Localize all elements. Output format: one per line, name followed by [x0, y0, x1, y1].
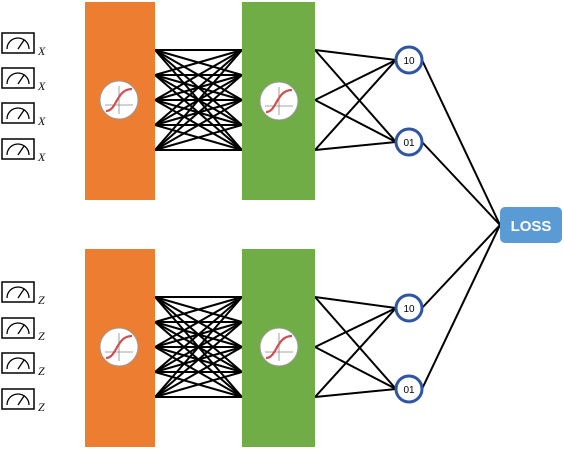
gauge-icon: X	[1, 138, 46, 164]
edge	[314, 307, 397, 348]
bottom-output-node-1-label: 10	[403, 304, 415, 315]
input-subscript: Z	[38, 400, 45, 414]
edge	[314, 59, 397, 151]
input-subscript: X	[37, 79, 46, 93]
edge	[314, 49, 397, 61]
edge	[154, 296, 243, 373]
edge	[421, 224, 501, 309]
edge	[154, 49, 243, 101]
edge	[421, 59, 501, 226]
edge	[154, 321, 243, 398]
edge	[314, 388, 397, 398]
loss-label: LOSS	[511, 218, 552, 235]
edge	[314, 59, 397, 101]
bottom-input-sensors: Z Z Z Z	[1, 281, 45, 414]
top-output-node-2-label: 01	[403, 138, 415, 149]
gauge-icon: X	[1, 102, 46, 128]
edge	[314, 307, 397, 398]
input-subscript: Z	[38, 329, 45, 343]
input-subscript: Z	[38, 364, 45, 378]
gauge-icon: X	[1, 67, 46, 93]
top-output-node-1: 10	[394, 45, 424, 75]
connection-edges	[154, 49, 501, 398]
loss-box: LOSS	[500, 207, 562, 243]
gauge-icon: Z	[1, 317, 45, 343]
edge	[314, 346, 397, 390]
edge	[154, 346, 243, 398]
edge	[314, 296, 397, 390]
bottom-output-node-2-label: 01	[403, 385, 415, 396]
gauge-icon: X	[1, 32, 46, 58]
sigmoid-icon	[259, 327, 299, 367]
gauge-icon: Z	[1, 352, 45, 378]
gauge-icon: Z	[1, 388, 45, 414]
edge	[154, 99, 243, 151]
edge	[421, 141, 501, 226]
edge	[314, 141, 397, 151]
top-input-sensors: X X X X	[1, 32, 46, 164]
gauge-icon: Z	[1, 281, 45, 307]
edge	[314, 49, 397, 143]
edge	[154, 49, 243, 126]
edge	[421, 224, 501, 390]
bottom-output-node-2: 01	[394, 374, 424, 404]
input-subscript: X	[37, 44, 46, 58]
top-network: X X X X 10 01	[1, 2, 424, 200]
top-output-node-1-label: 10	[403, 56, 415, 67]
input-subscript: X	[37, 150, 46, 164]
edge	[154, 49, 243, 151]
sigmoid-icon	[99, 327, 139, 367]
sigmoid-icon	[259, 81, 299, 121]
sigmoid-icon	[99, 80, 139, 120]
edge	[154, 74, 243, 151]
edge	[314, 99, 397, 143]
edge	[154, 124, 243, 151]
edge	[314, 296, 397, 309]
edge	[154, 49, 243, 76]
bottom-output-node-1: 10	[394, 293, 424, 323]
edge	[154, 371, 243, 398]
edge	[154, 296, 243, 323]
input-subscript: X	[37, 114, 46, 128]
edge	[154, 296, 243, 398]
bottom-network: Z Z Z Z 10 01	[1, 249, 424, 447]
edge	[154, 296, 243, 348]
input-subscript: Z	[38, 293, 45, 307]
top-output-node-2: 01	[394, 127, 424, 157]
